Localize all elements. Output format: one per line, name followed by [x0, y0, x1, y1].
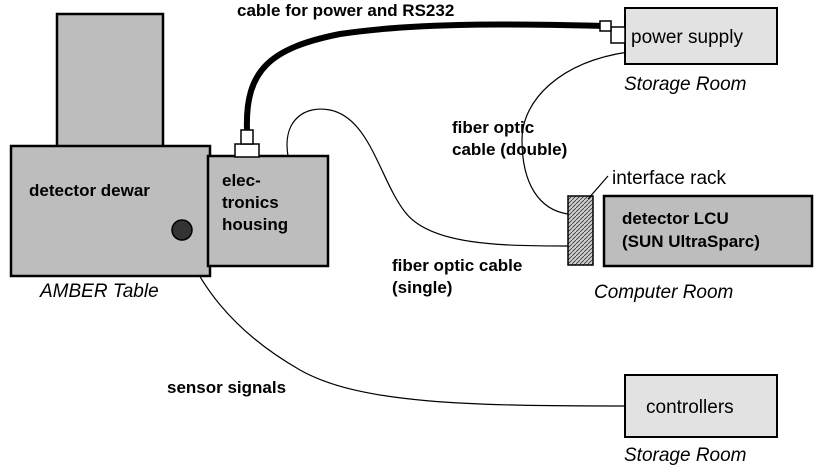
detector-dewar-box: [9, 144, 212, 278]
power-supply-connector-tip: [599, 20, 612, 32]
storage-room-top-label: Storage Room: [624, 74, 747, 95]
power-supply-connector: [610, 26, 626, 44]
housing-connector-neck: [240, 129, 254, 145]
controllers-box: [624, 374, 778, 438]
fiber-double-label-1: fiber optic: [452, 118, 534, 137]
interface-rack-label: interface rack: [612, 168, 727, 189]
top-cable-label: cable for power and RS232: [237, 1, 454, 20]
sensor-signals-label: sensor signals: [167, 378, 286, 397]
electronics-label-3: housing: [222, 215, 288, 234]
housing-connector: [234, 143, 260, 158]
power-rs232-cable: [243, 21, 606, 131]
dewar-label: detector dewar: [29, 181, 150, 200]
lcu-label-2: (SUN UltraSparc): [622, 232, 760, 251]
sensor-port-icon: [171, 219, 193, 241]
sensor-signal-cable: [179, 231, 629, 407]
electronics-label-1: elec-: [222, 171, 261, 190]
computer-room-label: Computer Room: [594, 282, 733, 303]
electronics-housing-box: [206, 154, 330, 268]
interface-rack-box: [567, 195, 594, 266]
storage-room-bottom-label: Storage Room: [624, 445, 747, 466]
detector-lcu-box: [602, 194, 814, 268]
power-supply-label: power supply: [631, 27, 743, 48]
fiber-single-label-2: (single): [392, 278, 452, 297]
lcu-label-1: detector LCU: [622, 209, 729, 228]
dewar-top: [55, 12, 165, 150]
power-supply-box: [624, 7, 778, 65]
interface-rack-pointer: [587, 175, 609, 200]
fiber-double-cable: [521, 51, 629, 215]
fiber-double-label-2: cable (double): [452, 140, 567, 159]
controllers-label: controllers: [646, 397, 734, 418]
amber-table-label: AMBER Table: [39, 281, 159, 302]
electronics-label-2: tronics: [222, 193, 279, 212]
fiber-single-cable: [286, 108, 569, 247]
fiber-single-label-1: fiber optic cable: [392, 256, 522, 275]
